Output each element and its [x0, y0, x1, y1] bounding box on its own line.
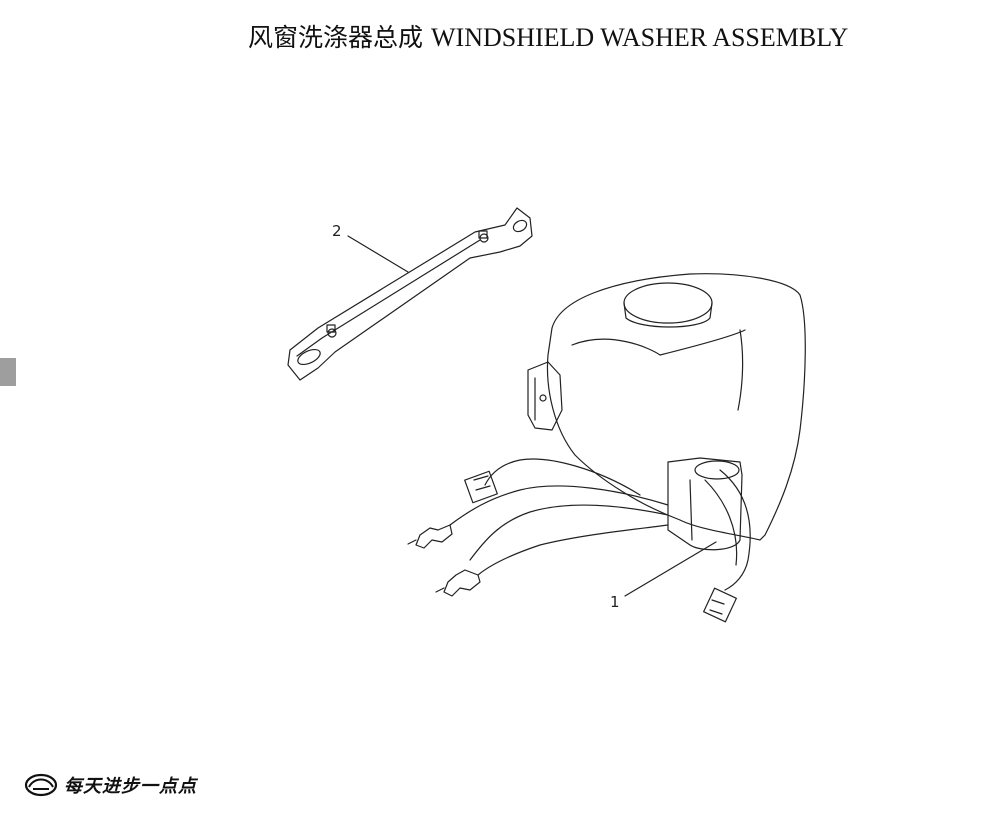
title-english: WINDSHIELD WASHER ASSEMBLY	[431, 23, 849, 52]
mounting-bracket-part	[287, 207, 533, 381]
washer-reservoir-part	[407, 273, 806, 623]
title-chinese: 风窗洗涤器总成	[248, 23, 424, 52]
leader-line-2	[347, 235, 409, 273]
footer-slogan: 每天进步一点点	[64, 776, 197, 797]
callout-label-1: 1	[610, 593, 620, 611]
leader-line-1	[624, 541, 717, 597]
side-tab-handle[interactable]	[0, 358, 16, 386]
callout-label-2: 2	[332, 222, 342, 240]
footer-brand: 每天进步一点点	[24, 772, 197, 798]
brand-logo-icon	[24, 773, 58, 797]
